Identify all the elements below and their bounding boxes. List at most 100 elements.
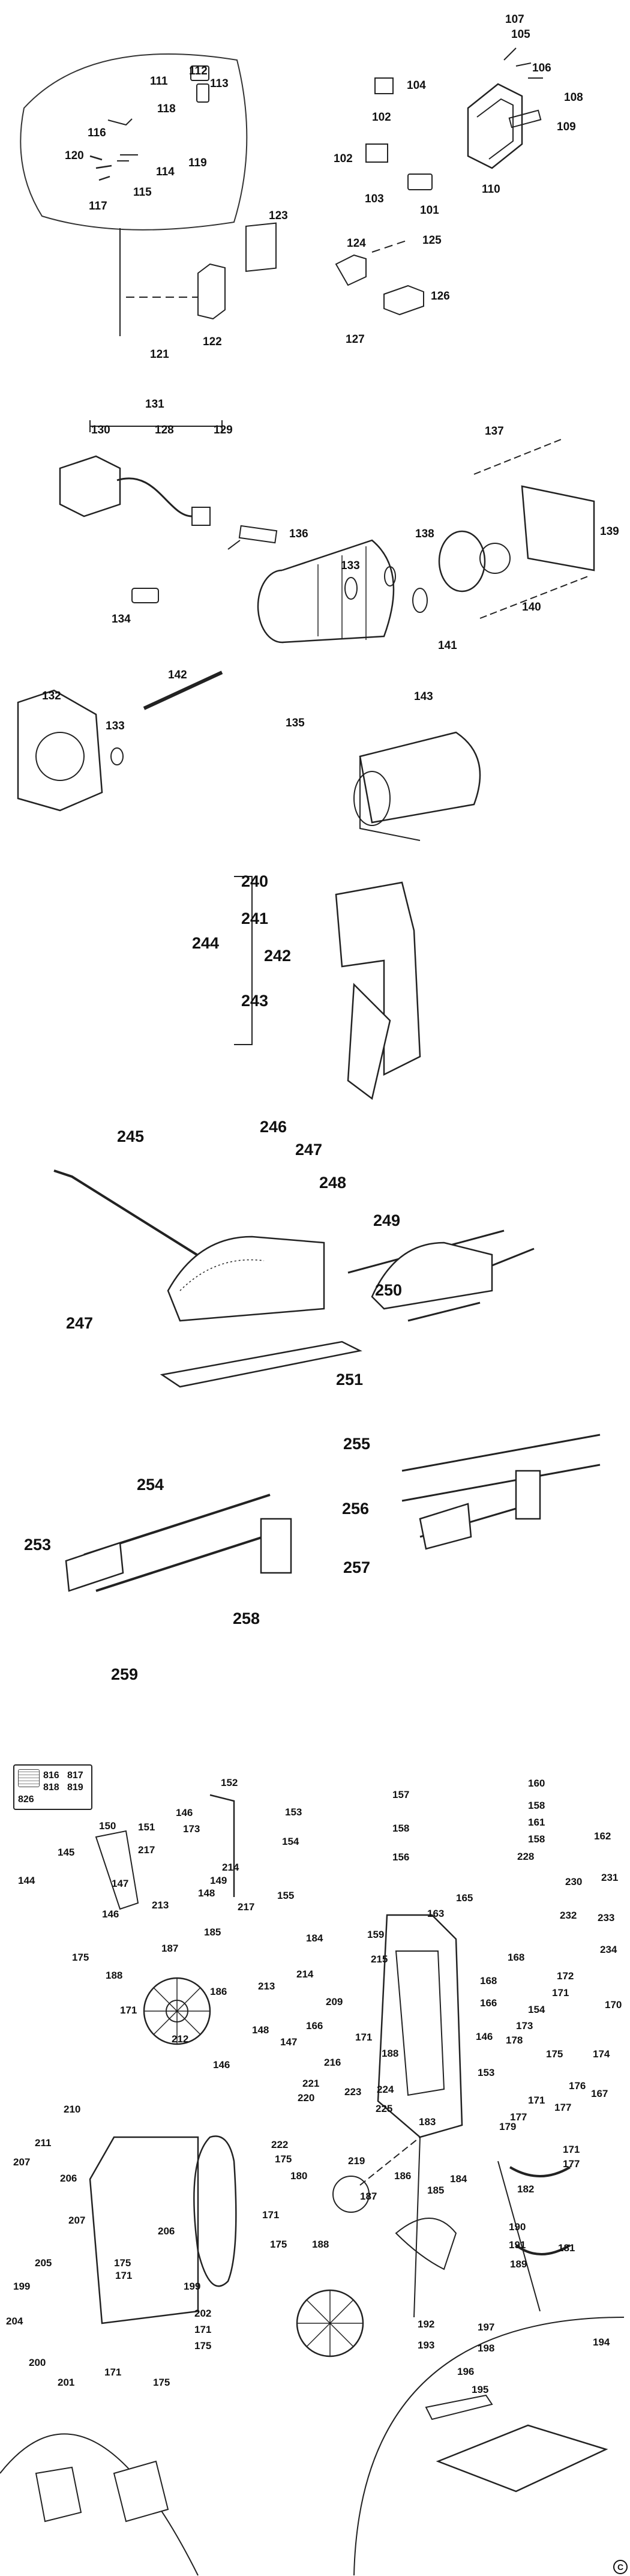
part-label: 255	[343, 1435, 371, 1453]
part-label: 175	[194, 2340, 212, 2351]
part-label: 157	[392, 1789, 410, 1800]
part-label: 136	[289, 528, 308, 540]
part-label: 129	[214, 424, 233, 436]
part-label: 259	[111, 1665, 139, 1683]
legend-box: 816 817 818 819 826	[13, 1764, 92, 1810]
part-label: 146	[176, 1807, 193, 1818]
part-label: 114	[156, 166, 175, 178]
part-label: 188	[106, 1970, 123, 1981]
part-label: 125	[422, 234, 442, 247]
part-label: 231	[601, 1872, 619, 1883]
part-label: 187	[360, 2191, 377, 2202]
part-label: 213	[152, 1899, 169, 1911]
part-label: 154	[528, 2004, 545, 2015]
part-label: 246	[260, 1118, 287, 1136]
part-label: 175	[72, 1952, 89, 1963]
legend-text: 826	[18, 1794, 34, 1805]
part-label: 159	[367, 1929, 385, 1940]
part-label: 193	[418, 2339, 435, 2351]
part-label: 207	[13, 2156, 31, 2168]
part-label: 124	[347, 237, 366, 250]
part-label: 194	[593, 2336, 610, 2348]
part-label: 195	[472, 2384, 489, 2395]
part-label: 133	[106, 720, 125, 732]
part-label: 152	[221, 1777, 238, 1788]
part-label: 257	[343, 1558, 371, 1576]
part-label: 223	[344, 2086, 362, 2098]
part-label: 158	[528, 1833, 545, 1845]
part-label: 146	[102, 1908, 119, 1920]
rip-fence-assembly	[65, 1434, 601, 1592]
part-label: 171	[262, 2209, 280, 2221]
part-label: 206	[60, 2173, 77, 2184]
part-label: 118	[157, 103, 176, 115]
part-label: 175	[114, 2257, 131, 2269]
part-label: 104	[407, 79, 426, 92]
part-label: 190	[509, 2221, 526, 2233]
frame-assembly	[0, 1794, 625, 2576]
part-label: 165	[456, 1892, 473, 1904]
part-label: 201	[58, 2377, 75, 2388]
part-label: 233	[598, 1912, 615, 1923]
part-label: 144	[18, 1875, 35, 1886]
part-label: 178	[506, 2035, 523, 2046]
part-label: 120	[65, 149, 84, 162]
part-label: 245	[117, 1127, 145, 1145]
legend-text: 816	[43, 1770, 59, 1781]
part-label: 192	[418, 2318, 435, 2330]
part-label: 182	[517, 2183, 535, 2195]
part-label: 186	[394, 2170, 412, 2182]
part-label: 131	[145, 398, 164, 411]
switch-assembly	[20, 47, 543, 336]
part-label: 171	[194, 2324, 212, 2335]
part-label: 156	[392, 1851, 410, 1863]
part-label: 148	[252, 2024, 269, 2036]
part-label: 256	[342, 1500, 370, 1518]
legend-text: 818	[43, 1782, 59, 1793]
part-label: 220	[298, 2092, 315, 2104]
part-label: 138	[415, 528, 434, 540]
part-label: 219	[348, 2155, 365, 2167]
part-label: 175	[270, 2239, 287, 2250]
part-label: 244	[192, 934, 220, 952]
copyright-mark: C	[613, 2560, 628, 2574]
part-label: 160	[528, 1778, 545, 1789]
part-label: 171	[115, 2270, 133, 2281]
part-label: 158	[392, 1823, 410, 1834]
part-label: 240	[241, 872, 269, 890]
part-label: 177	[554, 2102, 572, 2113]
part-label: 207	[68, 2215, 86, 2226]
part-label: 127	[346, 333, 365, 346]
part-label: 224	[377, 2084, 394, 2095]
part-label: 242	[264, 947, 292, 965]
part-label: 247	[295, 1141, 323, 1159]
part-label: 171	[355, 2032, 373, 2043]
part-label: 188	[312, 2239, 329, 2250]
part-label: 132	[42, 690, 61, 702]
part-label: 143	[414, 690, 433, 703]
part-label: 119	[188, 157, 207, 169]
part-label: 175	[546, 2048, 563, 2060]
part-label: 153	[478, 2067, 495, 2078]
part-label: 202	[194, 2308, 212, 2319]
part-label: 146	[476, 2031, 493, 2042]
part-label: 243	[241, 992, 269, 1010]
part-label: 232	[560, 1910, 577, 1921]
part-label: 228	[517, 1851, 535, 1862]
part-label: 147	[280, 2036, 298, 2048]
part-label: 158	[528, 1800, 545, 1811]
part-label: 211	[35, 2137, 52, 2149]
part-label: 230	[565, 1876, 583, 1887]
part-label: 177	[510, 2111, 527, 2123]
part-label: 248	[319, 1174, 347, 1192]
part-label: 175	[153, 2377, 170, 2388]
part-label: 139	[600, 525, 619, 538]
part-label: 184	[450, 2173, 467, 2185]
part-label: 153	[285, 1806, 302, 1818]
part-label: 177	[563, 2158, 580, 2170]
part-label: 161	[528, 1817, 545, 1828]
part-label: 155	[277, 1890, 295, 1901]
part-label: 172	[557, 1970, 574, 1982]
part-label: 216	[324, 2057, 341, 2068]
part-label: 181	[558, 2242, 575, 2254]
